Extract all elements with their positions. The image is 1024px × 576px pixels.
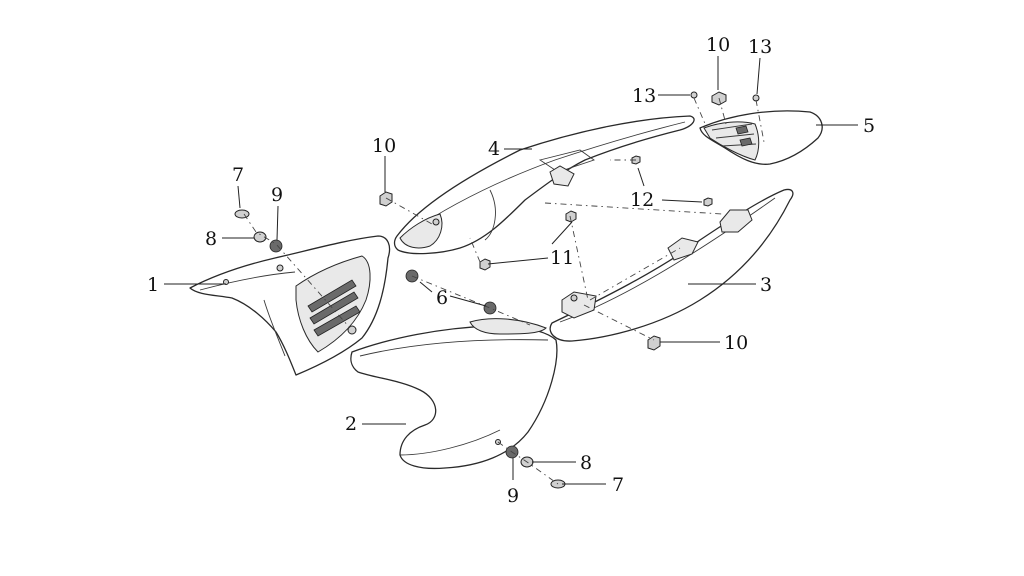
- callout-10-lower-right: 10: [724, 332, 748, 354]
- callout-8-upper: 8: [205, 228, 217, 250]
- part-2-top-edge: [469, 318, 547, 335]
- screw-10-lower-right: [647, 335, 661, 351]
- leader-6b: [449, 295, 487, 307]
- leader-6a: [419, 281, 433, 293]
- grommet-9-upper: [269, 239, 283, 253]
- callout-labels: 1 2 3 4 5 6 7 7 8 8 9 9 10 10 10 11 12 1…: [147, 34, 875, 507]
- callout-7-upper: 7: [232, 164, 244, 186]
- leader-11a: [487, 257, 549, 265]
- callout-9-upper: 9: [271, 184, 283, 206]
- part-4-bracket: [549, 165, 575, 187]
- part-1-hole-upper: [276, 264, 284, 272]
- screw-10-upper-left: [379, 191, 393, 207]
- part-5-tail-piece: [699, 110, 823, 165]
- leader-7-upper: [237, 185, 241, 209]
- part-4-rear-cowl: [393, 115, 695, 255]
- callout-11: 11: [550, 247, 574, 269]
- leader-9-upper: [276, 205, 279, 241]
- callout-8-lower: 8: [580, 452, 592, 474]
- leader-12b: [661, 199, 703, 203]
- callout-13-right: 13: [748, 36, 772, 58]
- part-1-side-cover: [189, 235, 391, 376]
- callout-1: 1: [147, 274, 159, 296]
- washer-8-upper: [253, 231, 267, 243]
- screw-11-b: [565, 210, 577, 223]
- callout-10-upper-left: 10: [372, 135, 396, 157]
- callout-5: 5: [863, 115, 875, 137]
- screw-12-b: [703, 197, 713, 207]
- callout-13-left: 13: [632, 85, 656, 107]
- callout-6: 6: [436, 287, 448, 309]
- callout-7-lower: 7: [612, 474, 624, 496]
- part-3-hole: [570, 294, 578, 302]
- callout-2: 2: [345, 413, 357, 435]
- leader-lines: [164, 56, 858, 485]
- leader-12a: [637, 167, 645, 187]
- part-2-lower-fairing: [350, 318, 558, 470]
- callout-12: 12: [630, 189, 654, 211]
- callout-3: 3: [760, 274, 772, 296]
- grommet-6-b: [483, 301, 497, 315]
- pin-13-left: [690, 91, 698, 99]
- part-1-grille-slats: [307, 279, 361, 337]
- leader-11b: [551, 221, 573, 245]
- part-3-tab-front: [719, 209, 753, 233]
- assembly-lines: [243, 97, 765, 485]
- screw-11-a: [479, 258, 491, 271]
- callout-4: 4: [488, 138, 500, 160]
- leader-13-right: [756, 57, 761, 95]
- clip-7-upper: [234, 209, 250, 219]
- callout-9-lower: 9: [507, 485, 519, 507]
- part-3-tab-middle: [667, 237, 699, 261]
- part-4-rear-lamp-housing: [399, 213, 443, 249]
- callout-10-top: 10: [706, 34, 730, 56]
- part-3-side-panel: [549, 188, 794, 342]
- part-4-hole: [432, 218, 440, 226]
